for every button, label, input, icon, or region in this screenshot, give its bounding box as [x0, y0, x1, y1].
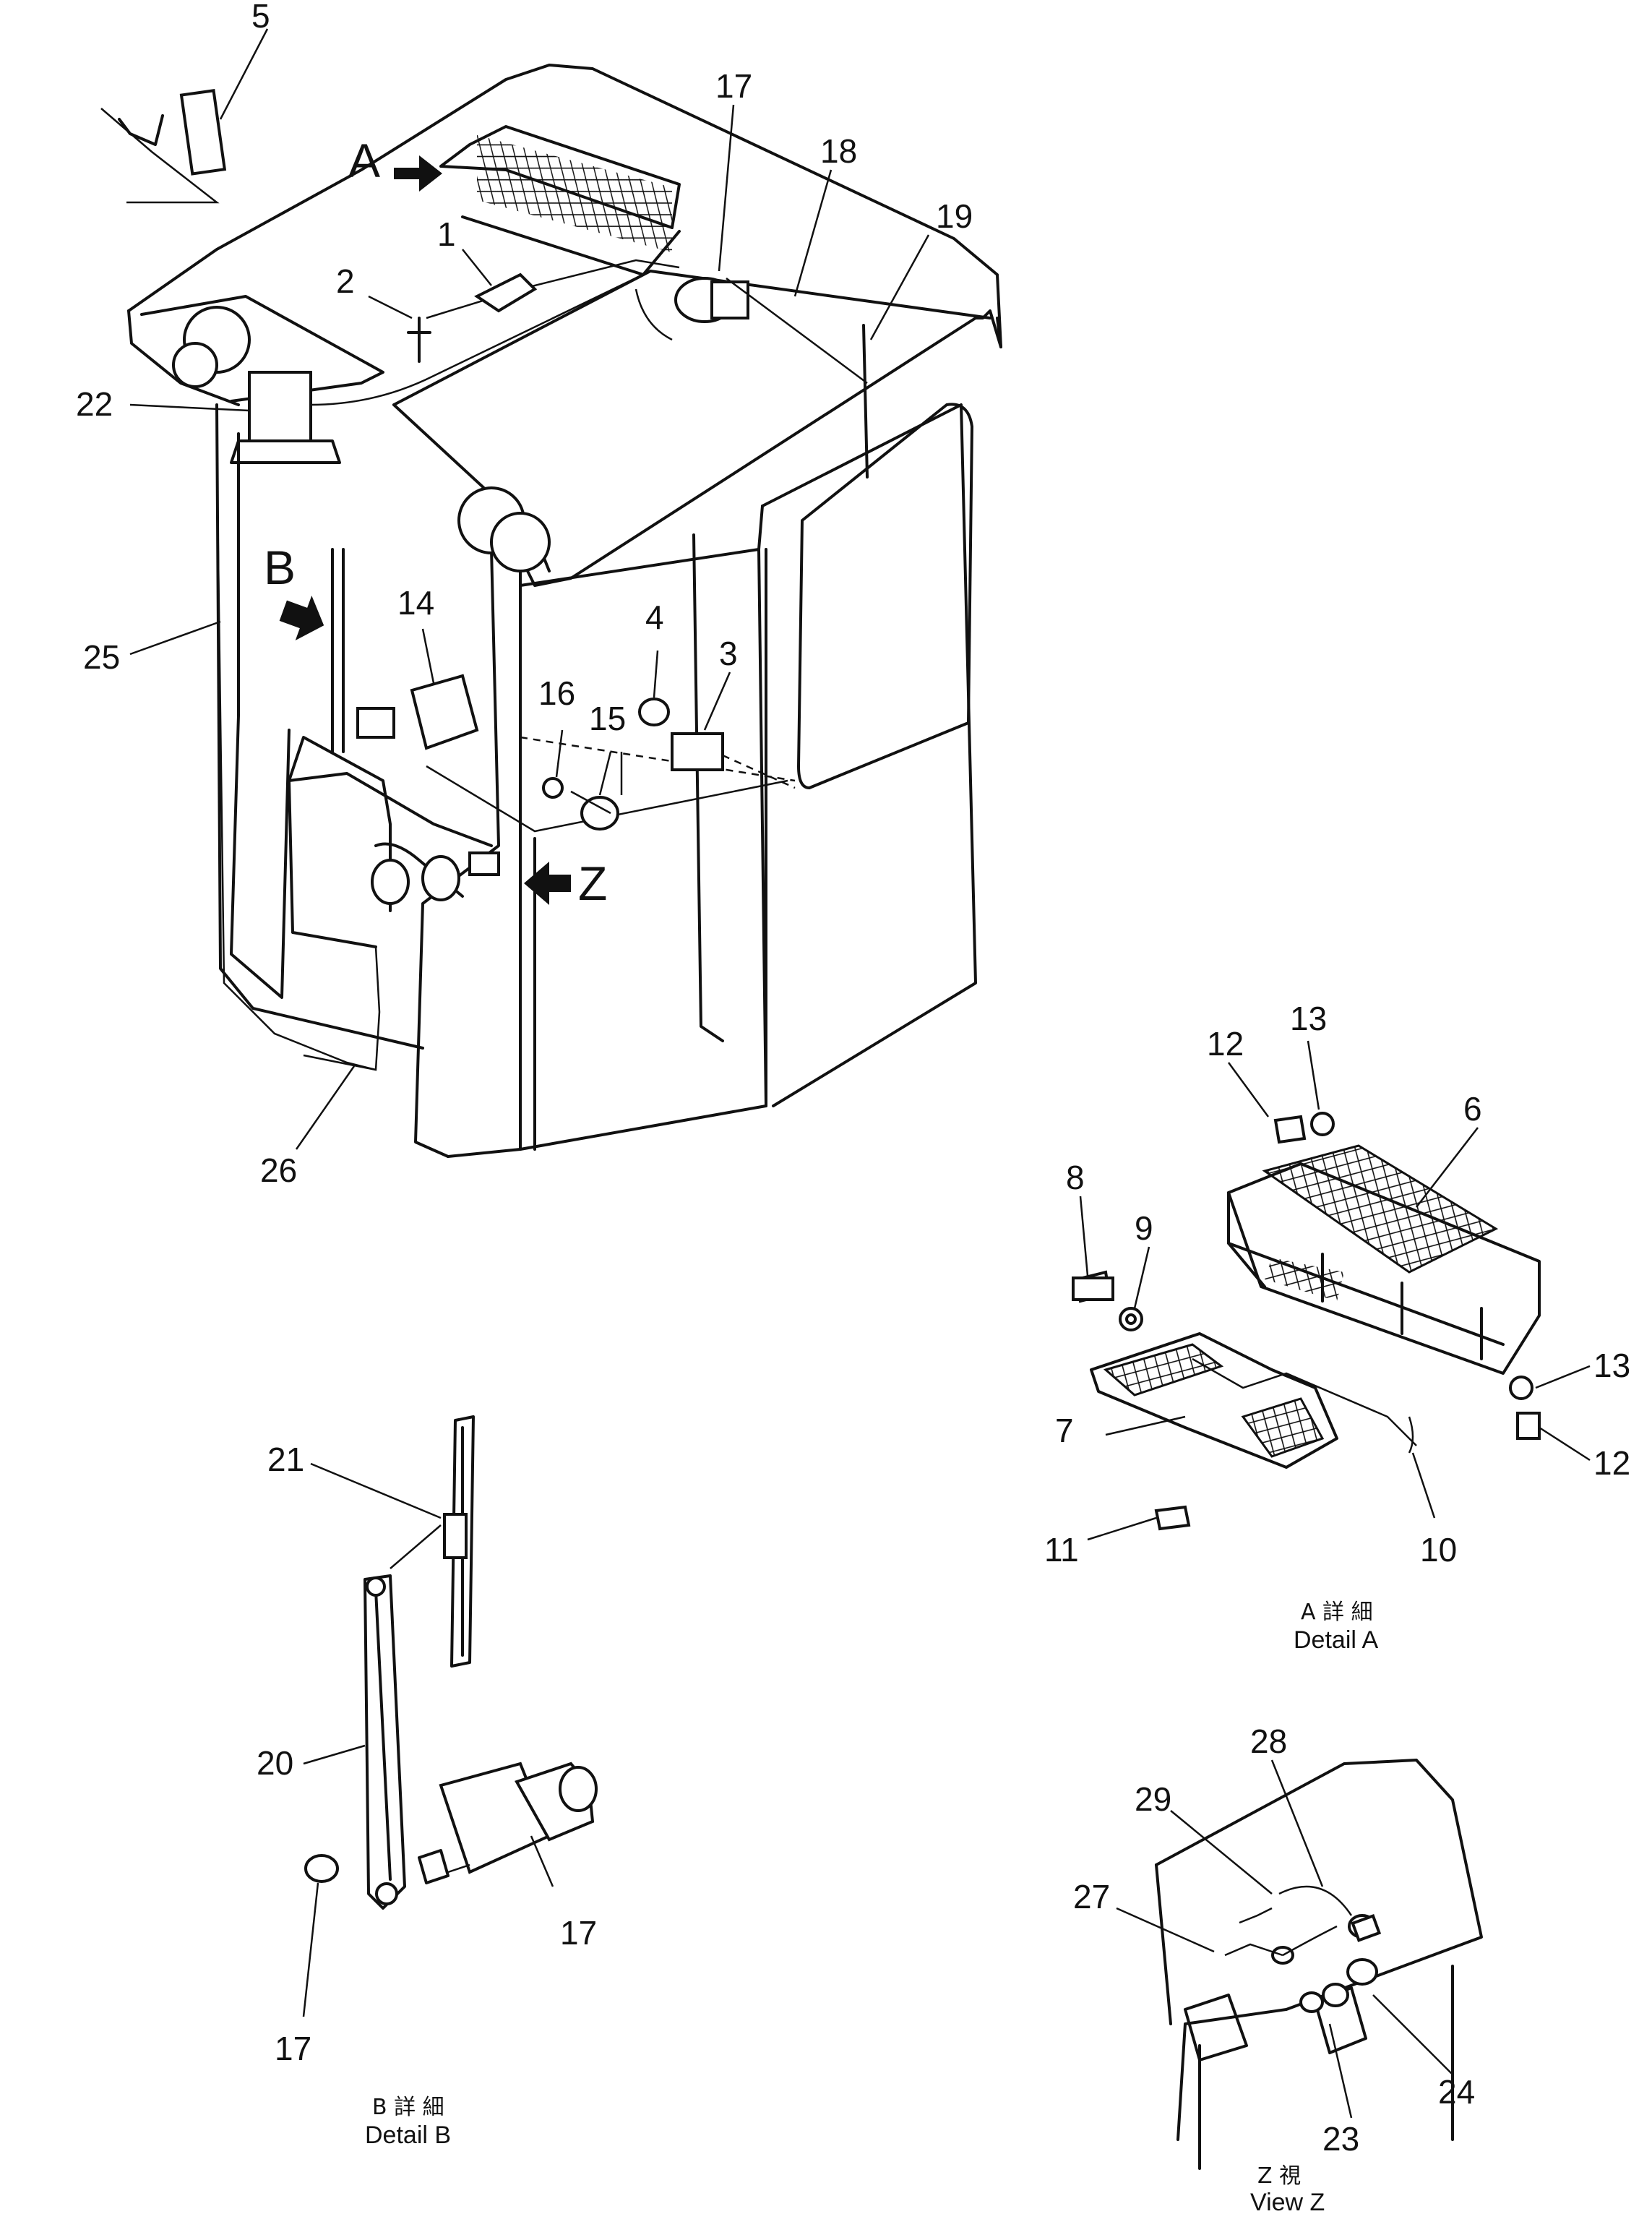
detail-a-caption-jp: A 詳 細	[1301, 1600, 1373, 1625]
label-15: 15	[589, 700, 626, 737]
label-17-nut: 17	[275, 2030, 311, 2067]
cab-main-view: 5 17 18 19 1 2 22 25 14 4 3 16 15 26 A B…	[76, 0, 1002, 1189]
label-17: 17	[715, 67, 752, 105]
label-13-top: 13	[1290, 1000, 1327, 1037]
label-29: 29	[1135, 1780, 1171, 1818]
label-5: 5	[251, 0, 270, 35]
detail-b: 21 20 17 17 B 詳 細 Detail B	[257, 1415, 598, 2149]
label-11: 11	[1044, 1531, 1079, 1569]
label-12-top: 12	[1207, 1025, 1244, 1063]
part-5-bracket	[100, 89, 227, 204]
view-letter-b: B	[264, 541, 296, 594]
roof-rack-a	[439, 125, 681, 276]
label-22: 22	[76, 385, 113, 423]
label-2: 2	[336, 262, 355, 300]
label-8: 8	[1066, 1159, 1085, 1196]
label-25: 25	[83, 638, 120, 676]
label-6: 6	[1463, 1090, 1482, 1128]
detail-a-caption-en: Detail A	[1294, 1626, 1378, 1654]
detail-a: 12 13 6 8 9 13 7 12 11 10 A 詳 細 Detail A	[1044, 1000, 1630, 1654]
label-10: 10	[1420, 1531, 1457, 1569]
detail-b-caption-en: Detail B	[365, 2121, 451, 2149]
view-z-caption-en: View Z	[1250, 2189, 1325, 2214]
label-9: 9	[1135, 1209, 1153, 1247]
label-12-right: 12	[1593, 1444, 1630, 1482]
label-26: 26	[260, 1151, 297, 1189]
label-4: 4	[645, 598, 664, 636]
label-23: 23	[1322, 2120, 1359, 2158]
label-17-motor: 17	[560, 1914, 597, 1952]
label-16: 16	[538, 674, 575, 712]
view-letter-a: A	[348, 134, 380, 187]
label-28: 28	[1250, 1722, 1287, 1760]
label-1: 1	[437, 215, 456, 253]
label-3: 3	[719, 635, 738, 672]
label-18: 18	[820, 132, 857, 170]
view-letter-z: Z	[578, 857, 607, 910]
label-24: 24	[1438, 2073, 1475, 2111]
label-21: 21	[267, 1441, 304, 1478]
detail-b-caption-jp: B 詳 細	[372, 2095, 444, 2120]
label-14: 14	[397, 584, 434, 622]
view-z-caption-jp: Z 視	[1257, 2163, 1301, 2189]
label-13-right: 13	[1593, 1347, 1630, 1384]
label-7: 7	[1055, 1412, 1074, 1449]
view-z: 28 29 27 24 23 Z 視 View Z	[1073, 1722, 1483, 2214]
label-19: 19	[936, 197, 973, 235]
label-20: 20	[257, 1744, 293, 1782]
label-27: 27	[1073, 1878, 1110, 1915]
